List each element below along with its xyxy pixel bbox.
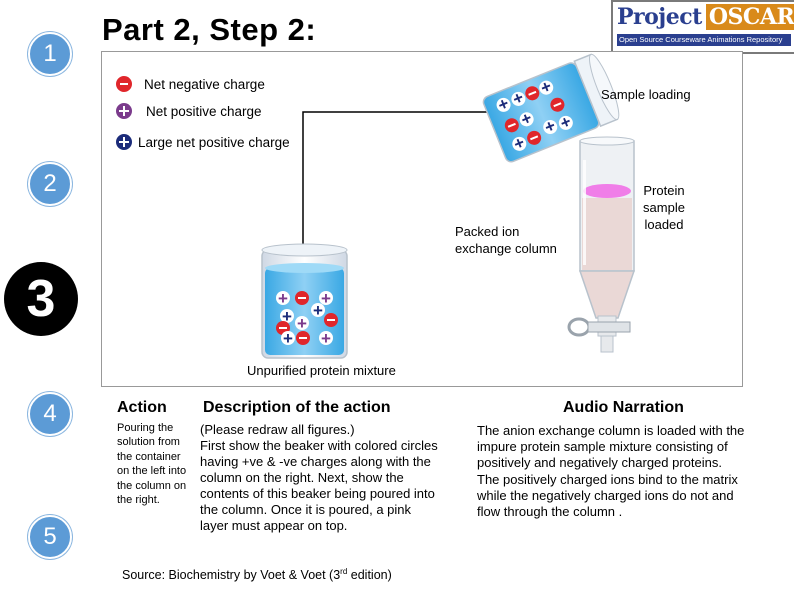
description-text: (Please redraw all figures.) First show … [200, 422, 438, 533]
charge-negative [550, 97, 565, 112]
packed-column-label: Packed ion exchange column [455, 224, 557, 256]
protein-loaded-label: Protein sample loaded [643, 183, 685, 232]
step-3-badge: 3 [4, 262, 78, 336]
charge-negative [504, 118, 519, 133]
svg-text:+: + [313, 301, 323, 320]
step-2-badge: 2 [28, 162, 72, 206]
connector-line [302, 111, 497, 248]
step-4-badge: 4 [28, 392, 72, 436]
sample-loading-label: Sample loading [601, 87, 691, 102]
charge-large-positive: + [281, 329, 295, 348]
sample-container-icon [482, 53, 620, 163]
charge-negative [296, 331, 310, 345]
action-text: Pouring the solution from the container … [117, 422, 187, 507]
legend-positive: Net positive charge [116, 103, 262, 119]
action-header: Action [117, 399, 167, 416]
unpurified-mixture-label: Unpurified protein mixture [247, 363, 396, 378]
logo-tagline: Open Source Courseware Animations Reposi… [617, 34, 791, 46]
narration-text: The anion exchange column is loaded with… [477, 423, 745, 520]
charge-positive: + [319, 289, 333, 308]
charge-negative [324, 313, 338, 327]
charge-large-positive: + [311, 301, 325, 320]
svg-text:+: + [282, 307, 292, 326]
legend-large-positive: Large net positive charge [116, 134, 290, 150]
svg-text:+: + [283, 329, 293, 348]
charge-positive: + [276, 289, 290, 308]
large-plus-circle-icon [116, 134, 132, 150]
charge-negative [525, 86, 540, 101]
step-1-badge: 1 [28, 32, 72, 76]
charge-large-positive: + [280, 307, 294, 326]
charge-positive: + [295, 314, 309, 333]
source-citation: Source: Biochemistry by Voet & Voet (3rd… [122, 567, 392, 583]
svg-text:+: + [297, 314, 307, 333]
minus-circle-icon [116, 76, 132, 92]
svg-text:+: + [321, 289, 331, 308]
charge-negative [295, 291, 309, 305]
sample-charges: + + + + + + + [495, 77, 574, 155]
charge-positive: + [319, 329, 333, 348]
step-5-badge: 5 [28, 515, 72, 559]
legend-negative: Net negative charge [116, 76, 265, 92]
plus-circle-icon [116, 103, 132, 119]
svg-text:+: + [278, 289, 288, 308]
narration-header: Audio Narration [563, 399, 684, 416]
figure-panel [101, 51, 743, 387]
svg-text:+: + [321, 329, 331, 348]
description-header: Description of the action [203, 399, 391, 416]
chromatography-column-icon [578, 136, 636, 353]
beaker-charges: + + + + + + + [276, 289, 338, 348]
stopcock-icon [567, 317, 631, 337]
page-title: Part 2, Step 2: [102, 12, 317, 47]
charge-negative [527, 130, 542, 145]
